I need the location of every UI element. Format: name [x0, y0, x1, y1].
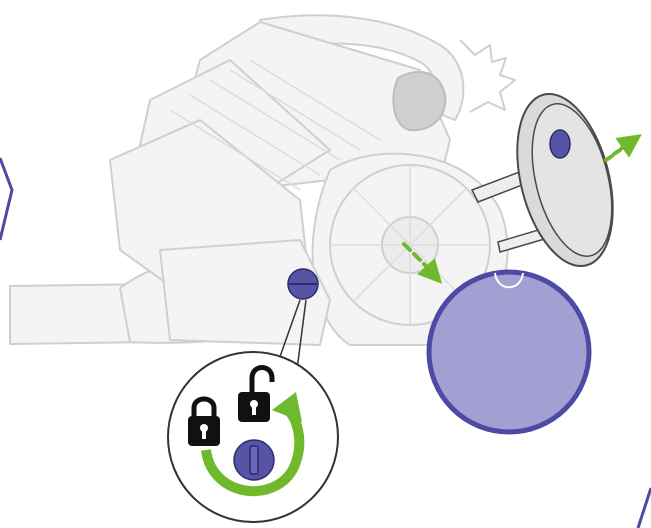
cap-knob [550, 130, 570, 158]
lock-callout [168, 352, 338, 522]
right-edge-chevron [638, 488, 651, 528]
filter-disc [429, 272, 589, 432]
release-knob [288, 269, 318, 299]
left-edge-chevron [0, 158, 12, 240]
callout-knob-slot [250, 446, 258, 474]
grey-grip [393, 72, 445, 130]
rear-fins [460, 40, 515, 112]
direction-arrow-icon [606, 141, 632, 160]
vacuum-body [10, 15, 515, 345]
